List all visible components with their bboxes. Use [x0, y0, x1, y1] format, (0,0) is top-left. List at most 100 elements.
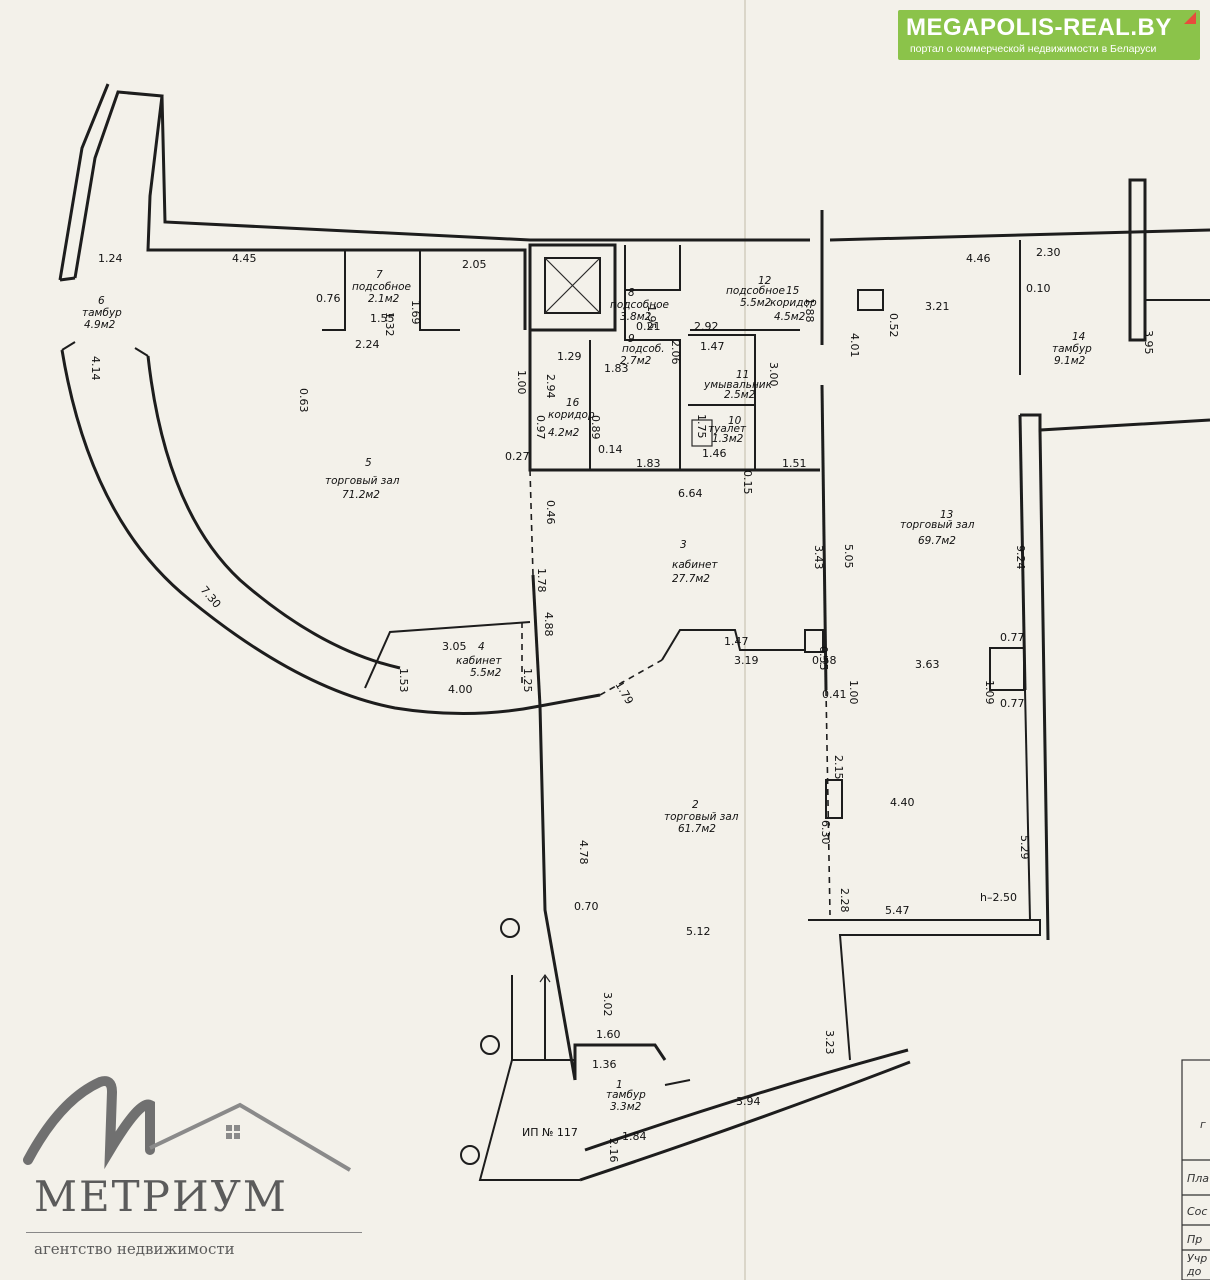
dimension-label: 2.05: [462, 258, 487, 271]
svg-text:туалет: туалет: [708, 423, 747, 435]
wall-tambur1-top: [573, 1043, 667, 1080]
dimension-label: 0.10: [1026, 282, 1051, 295]
svg-text:7: 7: [376, 269, 383, 281]
dimension-label: 3.00: [767, 362, 780, 387]
room-label-3: 3 кабинет 27.7м2: [672, 539, 718, 585]
toilet-fixture: [691, 419, 713, 447]
wall-core-top: [625, 245, 681, 291]
svg-text:6: 6: [98, 295, 105, 307]
dimension-label: 1.78: [535, 568, 548, 593]
wall-arc-south-outer: [579, 1060, 911, 1182]
svg-text:тамбур: тамбур: [606, 1089, 646, 1101]
dimension-label: 9.24: [1014, 545, 1027, 570]
svg-text:кабинет: кабинет: [672, 559, 718, 571]
dimension-label: 0.77: [1000, 631, 1025, 644]
dimension-label: 5.05: [842, 544, 855, 569]
dimension-label: 1.36: [592, 1058, 617, 1071]
svg-text:69.7м2: 69.7м2: [918, 535, 956, 547]
dimension-label: 1.09: [983, 680, 996, 705]
svg-text:5: 5: [365, 457, 372, 469]
dimension-label: 0.41: [822, 688, 847, 701]
column-round-1: [500, 918, 520, 938]
wall-tambur6-ends: [61, 341, 149, 357]
svg-text:9: 9: [628, 333, 635, 345]
svg-text:11: 11: [736, 369, 749, 381]
dimension-label: 3.63: [915, 658, 940, 671]
svg-text:подсобное: подсобное: [726, 285, 785, 297]
dimension-label: 1.00: [515, 370, 528, 395]
dimension-label: 1.25: [521, 668, 534, 693]
wall-room7-left: [322, 250, 346, 331]
wall-top-right: [829, 228, 1210, 242]
wall-hall2-top-left: [539, 693, 601, 708]
svg-text:2: 2: [692, 799, 699, 811]
dimension-label: 0.46: [544, 500, 557, 525]
entrance-porch: [478, 1059, 580, 1181]
dimension-label: 3.02: [601, 992, 614, 1017]
dimension-label: 2.30: [1036, 246, 1061, 259]
dimension-label: 1.79: [612, 679, 636, 707]
dimension-label: 1.75: [695, 414, 708, 439]
dimension-label: h–2.50: [980, 891, 1017, 904]
dimension-label: 2.28: [838, 888, 851, 913]
dimension-label: 0.76: [316, 292, 341, 305]
dimension-label: 1.83: [636, 457, 661, 470]
svg-text:4: 4: [478, 641, 485, 653]
dimension-label: 4.40: [890, 796, 915, 809]
dash-3-5: [529, 469, 534, 576]
dimension-label: 1.46: [702, 447, 727, 460]
stamp-ip117: ИП № 117: [522, 1126, 578, 1139]
dash-hall2-top: [599, 659, 663, 696]
wall-hall13-right-outer: [1038, 429, 1050, 941]
dimension-label: 3.21: [925, 300, 950, 313]
dimension-label: 2.24: [355, 338, 380, 351]
svg-text:тамбур: тамбур: [1052, 343, 1092, 355]
svg-text:торговый зал: торговый зал: [900, 519, 975, 531]
metrium-name: МЕТРИУМ: [34, 1172, 288, 1221]
dash-mid-lower: [825, 689, 831, 916]
dimension-label: 0.70: [574, 900, 599, 913]
title-block-row-3: Пр: [1187, 1233, 1202, 1246]
title-block-row-6: г: [1200, 1118, 1206, 1131]
svg-text:5.5м2: 5.5м2: [740, 297, 772, 309]
svg-text:3: 3: [680, 539, 687, 551]
dimension-label: 1.29: [557, 350, 582, 363]
svg-text:1: 1: [616, 1079, 623, 1091]
svg-text:3.8м2: 3.8м2: [620, 311, 652, 323]
dimension-label: 0.77: [1000, 697, 1025, 710]
svg-text:15: 15: [786, 285, 800, 297]
dimension-label: 1.84: [622, 1130, 647, 1143]
wall-right-upper: [1020, 413, 1210, 432]
megapolis-title: MEGAPOLIS-REAL.BY: [906, 14, 1172, 41]
wall-hall2-top-right: [661, 629, 806, 661]
metrium-logo-icon: [23, 1076, 352, 1172]
dimension-label: 1.88: [803, 298, 816, 323]
column-mid-lower: [825, 779, 843, 819]
dimension-label: 1.95: [645, 305, 658, 330]
dimension-label: 0.14: [598, 443, 623, 456]
dimension-label: 1.51: [782, 457, 807, 470]
wall-core-9: [624, 245, 681, 470]
dimension-label: 3.94: [736, 1095, 761, 1108]
svg-text:торговый зал: торговый зал: [664, 811, 739, 823]
dimension-label: 0.52: [887, 313, 900, 338]
dimension-label: 3.43: [812, 545, 825, 570]
column-round-3: [460, 1145, 480, 1165]
svg-text:тамбур: тамбур: [82, 307, 122, 319]
dimension-label: 5.47: [885, 904, 910, 917]
wall-tambur14-right: [1128, 178, 1147, 342]
dimension-label: 4.00: [448, 683, 473, 696]
dimension-label: 2.16: [607, 1138, 620, 1163]
svg-text:71.2м2: 71.2м2: [342, 489, 380, 501]
svg-text:1.3м2: 1.3м2: [712, 433, 744, 445]
svg-text:27.7м2: 27.7м2: [672, 573, 710, 585]
dimension-label: 2.94: [544, 374, 557, 399]
